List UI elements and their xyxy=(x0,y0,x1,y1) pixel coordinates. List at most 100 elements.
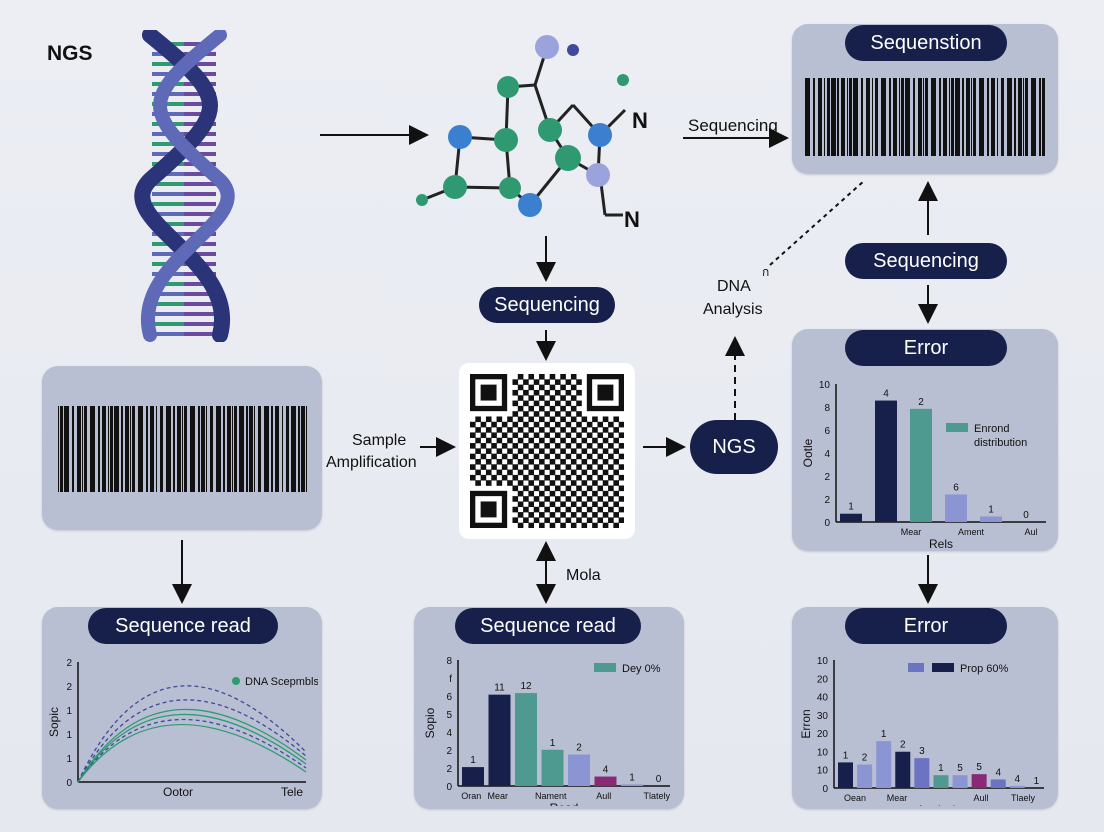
qr-module xyxy=(517,427,524,433)
qr-module xyxy=(501,474,508,481)
qr-module xyxy=(560,469,566,476)
x-tick-label: Oean xyxy=(844,793,866,803)
barcode-bar xyxy=(254,406,255,492)
qr-module xyxy=(544,389,550,396)
y-tick-label: 30 xyxy=(817,711,829,722)
barcode-bar xyxy=(913,78,915,156)
bar-value-label: 12 xyxy=(520,681,532,692)
qr-module xyxy=(470,421,476,428)
qr-module xyxy=(528,395,535,401)
pill-sequenstion: Sequenstion xyxy=(845,25,1007,61)
qr-module xyxy=(539,437,545,444)
qr-module xyxy=(523,464,529,470)
bar-value-label: 1 xyxy=(938,763,944,774)
barcode-bar xyxy=(306,406,307,492)
qr-module xyxy=(602,469,609,476)
qr-module xyxy=(549,458,556,465)
qr-module xyxy=(512,400,519,407)
legend-label: Prop 60% xyxy=(960,663,1009,675)
label-analysis: Analysis xyxy=(703,301,763,318)
qr-module xyxy=(475,416,481,423)
qr-module xyxy=(592,427,598,433)
qr-module xyxy=(554,421,561,428)
y-tick-label: 1 xyxy=(66,730,72,741)
qr-module xyxy=(539,480,545,486)
qr-module xyxy=(517,405,524,412)
legend-label: distribution xyxy=(974,437,1027,449)
qr-module xyxy=(576,432,582,439)
label-sample: Sample xyxy=(352,432,407,449)
qr-module xyxy=(485,469,492,476)
qr-module xyxy=(602,512,609,518)
qr-module xyxy=(544,496,550,502)
barcode-bar xyxy=(1001,78,1004,156)
qr-module xyxy=(570,405,577,412)
qr-module xyxy=(480,421,487,428)
qr-module xyxy=(528,448,535,454)
qr-module xyxy=(565,411,572,417)
y-tick-label: f xyxy=(449,674,452,685)
qr-module xyxy=(602,416,609,423)
bar-value-label: 2 xyxy=(900,740,906,751)
x-tick-label: Aull xyxy=(596,791,611,801)
barcode-bar xyxy=(1007,78,1012,156)
barcode-bar xyxy=(264,406,269,492)
qr-module xyxy=(501,432,508,439)
bar-value-label: 5 xyxy=(976,762,982,773)
qr-module xyxy=(597,517,604,523)
x-tick-label: Ament xyxy=(958,527,985,537)
qr-module xyxy=(512,496,519,502)
qr-module xyxy=(570,458,577,465)
qr-module xyxy=(592,522,598,528)
qr-module xyxy=(586,517,593,523)
qr-module xyxy=(581,512,588,518)
barcode-bar xyxy=(973,78,976,156)
qr-module xyxy=(592,437,598,444)
bar-value-label: 2 xyxy=(576,743,582,754)
qr-module xyxy=(554,400,561,407)
qr-module xyxy=(539,501,545,508)
qr-module xyxy=(523,517,529,523)
ngs-node: NGS xyxy=(690,420,778,474)
qr-module xyxy=(554,443,561,449)
barcode-bar xyxy=(875,78,878,156)
qr-module xyxy=(480,453,487,460)
qr-module xyxy=(576,421,582,428)
bar-value-label: 1 xyxy=(843,750,849,761)
qr-module xyxy=(517,395,524,401)
qr-module xyxy=(517,480,524,486)
qr-module xyxy=(597,474,604,481)
qr-module xyxy=(608,485,614,492)
qr-module xyxy=(485,448,492,454)
qr-module xyxy=(523,379,529,385)
qr-module xyxy=(581,522,588,528)
qr-module xyxy=(523,400,529,407)
qr-module xyxy=(554,432,561,439)
qr-module xyxy=(517,458,524,465)
qr-module xyxy=(613,469,619,476)
y-tick-label: 20 xyxy=(817,674,829,685)
y-tick-label: 8 xyxy=(446,656,452,667)
y-tick-label: 2 xyxy=(446,764,452,775)
barcode-bar xyxy=(146,406,148,492)
qr-module xyxy=(565,389,572,396)
qr-module xyxy=(485,416,492,423)
qr-module xyxy=(512,464,519,470)
qr-module xyxy=(501,421,508,428)
barcode-bar xyxy=(881,78,886,156)
barcode-bar xyxy=(84,406,87,492)
x-axis-label: Analysis xyxy=(917,803,962,806)
qr-module xyxy=(512,379,519,385)
qr-module xyxy=(533,517,540,523)
qr-module xyxy=(554,485,561,492)
qr-module xyxy=(608,464,614,470)
label-amplification: Amplification xyxy=(326,454,417,471)
qr-module xyxy=(618,421,624,428)
y-tick-label: 0 xyxy=(822,784,828,795)
chart-bar xyxy=(971,774,987,788)
qr-module xyxy=(491,474,497,481)
qr-module xyxy=(618,432,624,439)
y-tick-label: 2 xyxy=(824,472,830,483)
qr-module xyxy=(549,480,556,486)
qr-module xyxy=(517,416,524,423)
